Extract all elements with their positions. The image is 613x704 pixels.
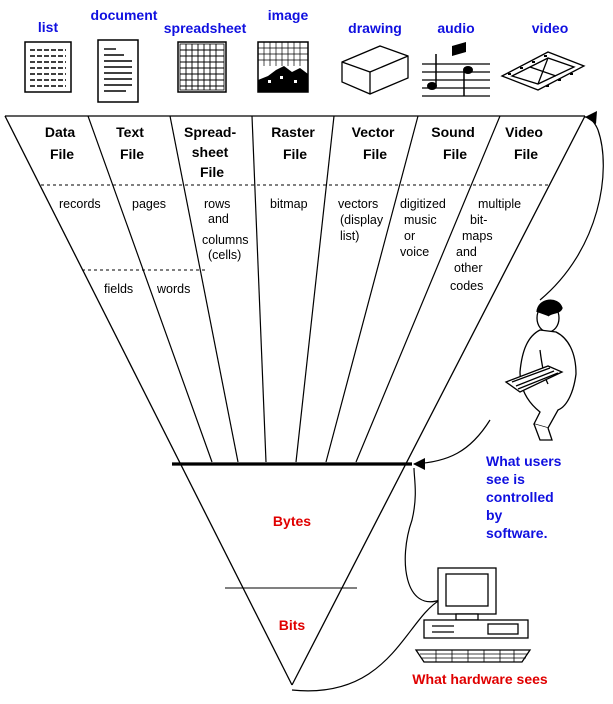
col-title-data-file: Data File bbox=[45, 124, 79, 162]
icon-label-image: image bbox=[268, 7, 309, 23]
digitized-label: digitized music or voice bbox=[400, 197, 449, 259]
multiple-bitmaps-label: multiple bit- maps and other codes bbox=[450, 197, 525, 293]
icon-label-audio: audio bbox=[437, 20, 474, 36]
col-title-text-file: Text File bbox=[116, 124, 148, 162]
rows-columns-label: rows and columns (cells) bbox=[202, 197, 252, 262]
audio-icon bbox=[422, 42, 490, 97]
arrow-to-software-icon bbox=[413, 458, 425, 470]
spreadsheet-icon bbox=[177, 41, 227, 93]
col-title-raster-file: Raster File bbox=[271, 124, 318, 162]
video-icon bbox=[500, 51, 586, 91]
user-icon bbox=[504, 299, 577, 441]
pages-label: pages bbox=[132, 197, 166, 211]
image-icon bbox=[257, 41, 309, 93]
arrow-to-top-icon bbox=[585, 111, 597, 124]
icon-label-document: document bbox=[91, 7, 158, 23]
users-caption: What users see is controlled by software… bbox=[486, 453, 565, 541]
list-icon bbox=[24, 41, 72, 93]
icon-label-spreadsheet: spreadsheet bbox=[164, 20, 247, 36]
icon-label-list: list bbox=[38, 19, 59, 35]
funnel bbox=[4, 115, 586, 686]
hardware-caption: What hardware sees bbox=[412, 671, 548, 687]
computer-icon bbox=[414, 567, 532, 663]
icon-label-drawing: drawing bbox=[348, 20, 402, 36]
bytes-label: Bytes bbox=[273, 513, 311, 529]
words-label: words bbox=[156, 282, 190, 296]
records-label: records bbox=[59, 197, 101, 211]
arrowheads bbox=[413, 111, 597, 470]
col-title-spreadsheet-file: Spread- sheet File bbox=[184, 124, 240, 180]
vectors-label: vectors (display list) bbox=[338, 197, 387, 243]
drawing-icon bbox=[341, 45, 409, 95]
col-title-video-file: Video File bbox=[505, 124, 547, 162]
icon-label-video: video bbox=[532, 20, 569, 36]
col-title-vector-file: Vector File bbox=[352, 124, 399, 162]
fields-label: fields bbox=[104, 282, 133, 296]
bitmap-label: bitmap bbox=[270, 197, 308, 211]
document-icon bbox=[97, 39, 139, 103]
bits-label: Bits bbox=[279, 617, 306, 633]
col-title-sound-file: Sound File bbox=[431, 124, 478, 162]
